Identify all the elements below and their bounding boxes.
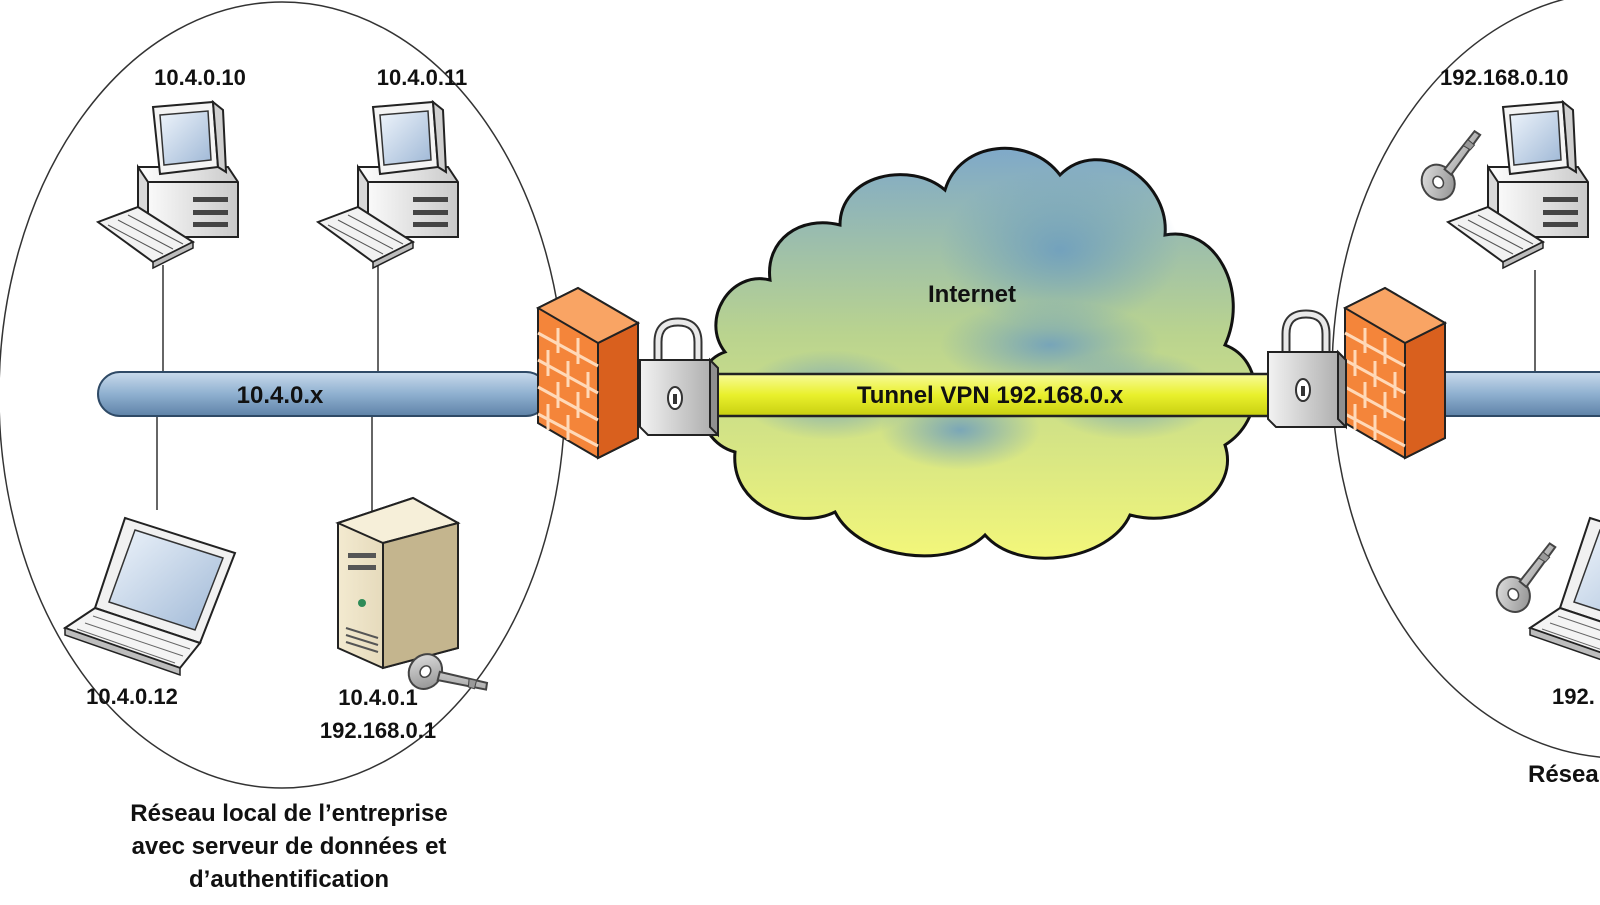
desktop-computer-icon (1447, 101, 1589, 269)
vpn-tunnel-label: Tunnel VPN 192.168.0.x (857, 382, 1124, 409)
key-icon (1410, 128, 1501, 207)
left-firewall-icon (536, 286, 640, 460)
desktop-computer-192-168-0-10: 192.168.0.10 (1410, 65, 1589, 269)
laptop-icon (1529, 517, 1600, 676)
desktop-computer-10-4-0-10: 10.4.0.10 (97, 65, 246, 269)
pc2-ip-label: 10.4.0.11 (377, 65, 468, 90)
left-network-caption: Réseau local de l’entreprise avec serveu… (130, 800, 447, 893)
left-caption-line-3: d’authentification (189, 866, 389, 893)
desktop-computer-icon (317, 101, 459, 269)
left-padlock-icon (640, 322, 718, 435)
pc1-ip-label: 10.4.0.10 (154, 65, 246, 90)
desktop-computer-10-4-0-11: 10.4.0.11 (317, 65, 468, 269)
right-pc-ip-label: 192.168.0.10 (1440, 65, 1568, 90)
internet-cloud: Internet (696, 146, 1257, 560)
left-connector-lines (156, 265, 1536, 515)
left-lan-bus: 10.4.0.x (97, 371, 549, 417)
left-caption-line-1: Réseau local de l’entreprise (130, 800, 447, 827)
left-caption-line-2: avec serveur de données et (132, 833, 447, 860)
right-network-caption: Résea (1528, 761, 1599, 788)
desktop-computer-icon (97, 101, 239, 269)
server-tower-icon (337, 497, 459, 669)
laptop-right-network: 192. (1485, 517, 1600, 709)
auth-data-server: 10.4.0.1 192.168.0.1 (320, 497, 491, 743)
server-ip-label: 10.4.0.1 (338, 685, 418, 710)
laptop-10-4-0-12: 10.4.0.12 (64, 517, 236, 709)
left-bus-label: 10.4.0.x (237, 382, 324, 409)
right-laptop-ip-label: 192. (1552, 684, 1595, 709)
laptop-icon (64, 517, 236, 676)
right-lan-bus (1439, 371, 1600, 417)
right-firewall-icon (1343, 286, 1447, 460)
vpn-tunnel: Tunnel VPN 192.168.0.x (698, 372, 1282, 418)
laptop-ip-label: 10.4.0.12 (86, 684, 178, 709)
server-vpn-ip-label: 192.168.0.1 (320, 718, 436, 743)
internet-label: Internet (928, 281, 1016, 308)
